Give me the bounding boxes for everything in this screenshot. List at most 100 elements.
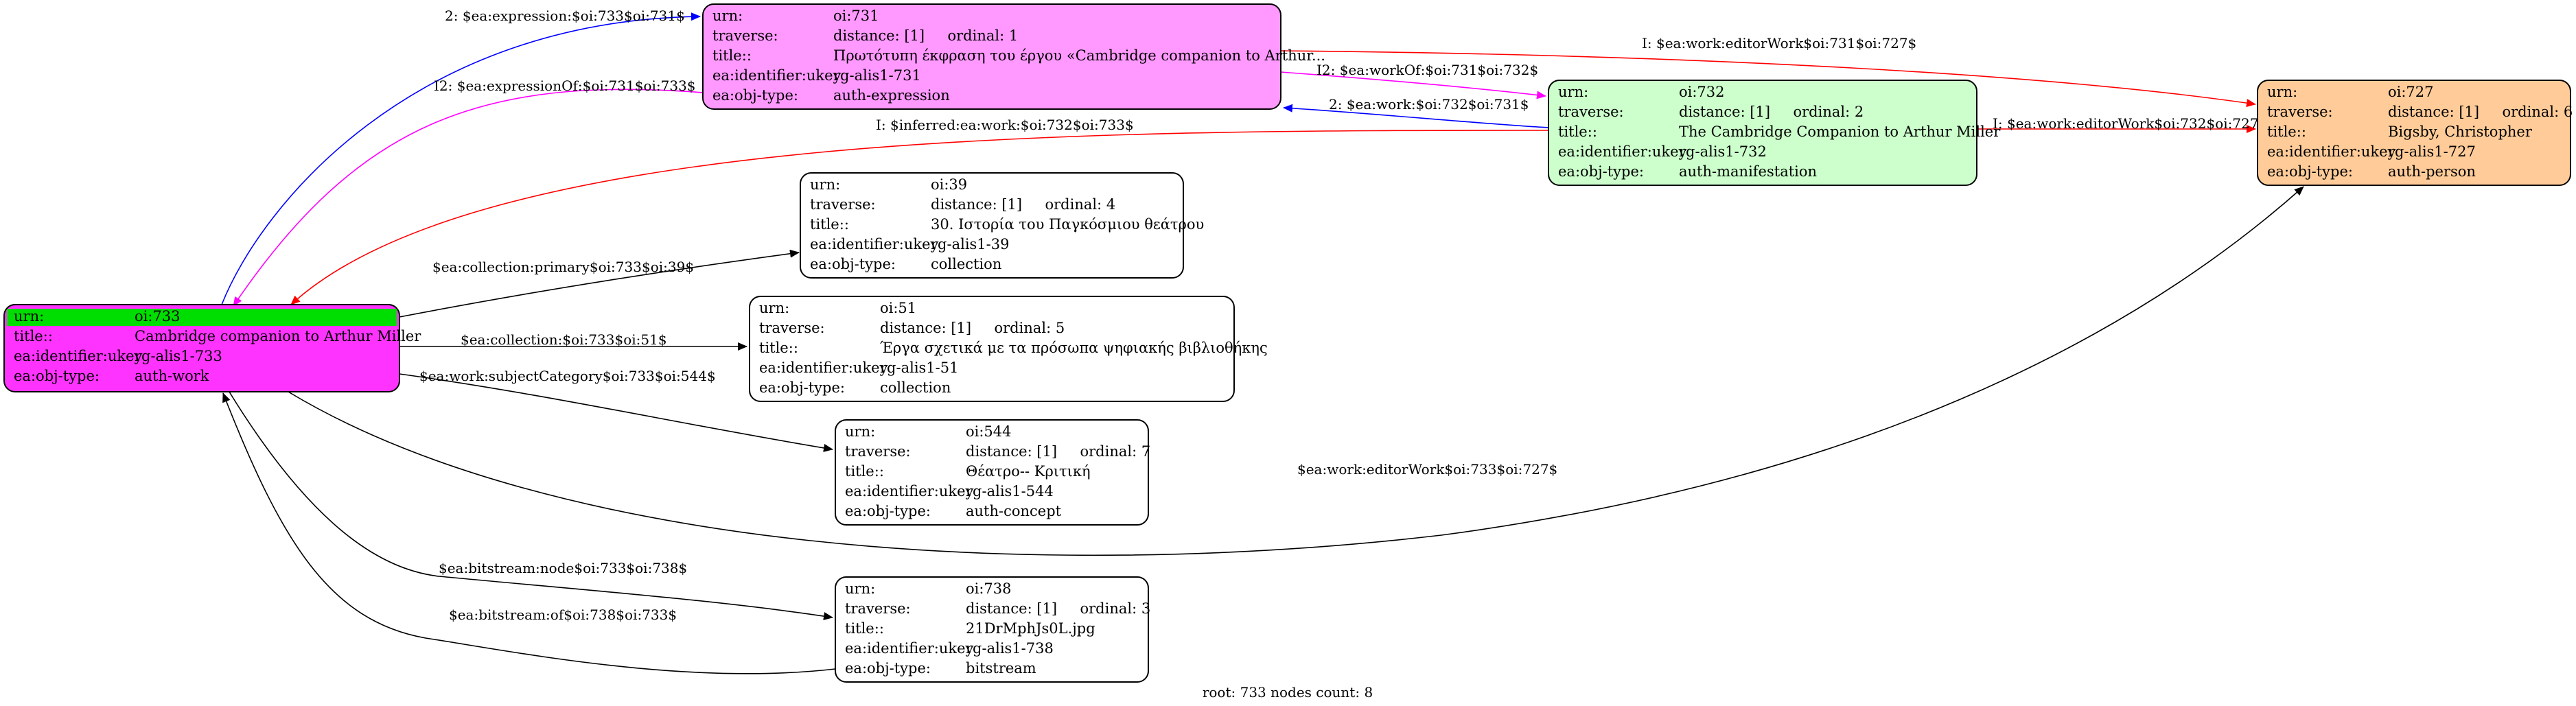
- edge-oi733-to-oi544: [399, 373, 833, 452]
- edges-layer: 2: $ea:expression:$oi:733$oi:731$ I2: $ea…: [221, 8, 2304, 674]
- node-field-value: distance: [1] ordinal: 4: [931, 196, 1115, 213]
- node-field-value: rg-alis1-738: [966, 640, 1054, 657]
- node-field-value: distance: [1] ordinal: 2: [1679, 104, 1864, 120]
- node-oi51[interactable]: urn: oi:51 traverse: distance: [1] ordinal:…: [749, 296, 1268, 402]
- node-oi731[interactable]: urn: oi:731 traverse: distance: [1] ordinal…: [702, 3, 1325, 110]
- edge-label: I: $ea:work:editorWork$oi:731$oi:727$: [1642, 35, 1916, 51]
- node-field-key: ea:obj-type:: [1558, 163, 1644, 180]
- node-field-key: traverse:: [2267, 104, 2333, 120]
- node-field-value: auth-expression: [833, 87, 950, 104]
- edge-oi733-to-oi39: [399, 249, 800, 318]
- edge-oi738-to-oi733: [222, 392, 836, 674]
- node-field-key: traverse:: [845, 600, 911, 617]
- node-field-value: collection: [931, 256, 1001, 272]
- node-field-key: ea:obj-type:: [759, 379, 845, 396]
- node-field-key: ea:identifier:ukey: [845, 483, 974, 499]
- node-field-value: rg-alis1-544: [966, 483, 1054, 499]
- node-field-value: Πρωτότυπη έκφραση του έργου «Cambridge c…: [833, 47, 1325, 64]
- node-field-key: ea:obj-type:: [845, 660, 931, 676]
- node-field-key: title::: [810, 216, 849, 233]
- node-field-value: oi:731: [833, 8, 879, 24]
- edge-oi733-to-oi727: [288, 186, 2304, 556]
- node-field-key: urn:: [1558, 84, 1588, 100]
- node-oi727[interactable]: urn: oi:727 traverse: distance: [1] ordinal…: [2257, 80, 2573, 186]
- node-field-value: distance: [1] ordinal: 6: [2388, 104, 2573, 120]
- node-field-key: urn:: [2267, 84, 2297, 100]
- node-field-value: oi:727: [2388, 84, 2434, 100]
- edge-label: I: $inferred:ea:work:$oi:732$oi:733$: [876, 117, 1134, 133]
- edge-label: 2: $ea:work:$oi:732$oi:731$: [1329, 96, 1529, 113]
- node-field-value: Bigsby, Christopher: [2388, 123, 2533, 140]
- edge-oi732-to-oi733: [290, 130, 1549, 305]
- node-field-key: traverse:: [1558, 104, 1624, 120]
- node-field-value: oi:39: [931, 176, 967, 193]
- node-field-value: auth-work: [135, 368, 209, 384]
- node-field-key: title::: [712, 47, 752, 64]
- edge-label: I2: $ea:expressionOf:$oi:731$oi:733$: [434, 78, 696, 94]
- node-field-value: oi:738: [966, 580, 1012, 597]
- node-box: [2257, 80, 2571, 186]
- node-field-value: oi:544: [966, 423, 1012, 440]
- node-box: [835, 419, 1149, 526]
- edge-label: $ea:work:subjectCategory$oi:733$oi:544$: [419, 368, 716, 384]
- node-field-key: traverse:: [712, 27, 778, 44]
- node-box: [3, 304, 400, 392]
- node-field-key: urn:: [759, 300, 789, 316]
- node-field-value: rg-alis1-51: [880, 360, 959, 376]
- node-field-key: traverse:: [810, 196, 876, 213]
- node-field-key: title::: [845, 620, 884, 637]
- node-field-value: distance: [1] ordinal: 1: [833, 27, 1018, 44]
- node-field-value: The Cambridge Companion to Arthur Miller: [1679, 123, 2001, 140]
- edge-label: $ea:bitstream:node$oi:733$oi:738$: [439, 560, 687, 576]
- node-field-key: ea:identifier:ukey: [2267, 143, 2396, 160]
- node-field-key: urn:: [14, 308, 44, 325]
- node-field-value: rg-alis1-39: [931, 236, 1010, 252]
- edge-label: I2: $ea:workOf:$oi:731$oi:732$: [1316, 62, 1538, 78]
- node-field-key: ea:obj-type:: [14, 368, 100, 384]
- edge-label: $ea:bitstream:of$oi:738$oi:733$: [449, 607, 677, 623]
- node-field-key: title::: [845, 463, 884, 480]
- node-field-key: ea:obj-type:: [845, 503, 931, 519]
- node-field-value: auth-concept: [966, 503, 1062, 519]
- node-field-value: distance: [1] ordinal: 5: [880, 320, 1065, 336]
- node-field-key: ea:identifier:ukey: [845, 640, 974, 657]
- node-field-key: urn:: [845, 423, 875, 440]
- node-field-key: title::: [2267, 123, 2306, 140]
- node-field-value: Θέατρο-- Κριτική: [966, 463, 1091, 480]
- node-field-key: urn:: [810, 176, 840, 193]
- node-field-key: ea:identifier:ukey: [712, 67, 842, 84]
- node-oi39[interactable]: urn: oi:39 traverse: distance: [1] ordinal:…: [800, 172, 1204, 279]
- node-field-key: ea:identifier:ukey: [1558, 143, 1687, 160]
- edge-label: 2: $ea:expression:$oi:733$oi:731$: [445, 8, 685, 24]
- node-field-key: traverse:: [759, 320, 825, 336]
- node-field-value: rg-alis1-727: [2388, 143, 2476, 160]
- node-field-value: Έργα σχετικά με τα πρόσωπα ψηφιακής βιβλ…: [880, 340, 1268, 356]
- node-field-value: collection: [880, 379, 951, 396]
- node-field-value: oi:733: [135, 308, 181, 325]
- node-field-value: 30. Ιστορία του Παγκόσμιου θεάτρου: [931, 216, 1204, 233]
- node-field-key: ea:identifier:ukey: [14, 348, 143, 364]
- node-field-key: urn:: [712, 8, 743, 24]
- node-field-key: title::: [1558, 123, 1597, 140]
- node-field-key: ea:obj-type:: [2267, 163, 2353, 180]
- node-box: [835, 576, 1149, 683]
- node-field-value: auth-person: [2388, 163, 2476, 180]
- node-oi544[interactable]: urn: oi:544 traverse: distance: [1] ordinal…: [835, 419, 1150, 526]
- node-field-value: distance: [1] ordinal: 3: [966, 600, 1150, 617]
- node-box: [702, 3, 1281, 110]
- node-box: [800, 172, 1184, 279]
- node-field-value: Cambridge companion to Arthur Miller: [135, 328, 421, 344]
- node-field-value: bitstream: [966, 660, 1036, 676]
- node-field-key: ea:obj-type:: [712, 87, 798, 104]
- node-field-key: traverse:: [845, 443, 911, 460]
- node-field-value: oi:51: [880, 300, 916, 316]
- edge-oi733-to-oi731: [221, 12, 701, 305]
- edge-oi732-to-oi731: [1283, 104, 1549, 128]
- node-field-value: distance: [1] ordinal: 7: [966, 443, 1150, 460]
- node-field-key: ea:identifier:ukey: [810, 236, 939, 252]
